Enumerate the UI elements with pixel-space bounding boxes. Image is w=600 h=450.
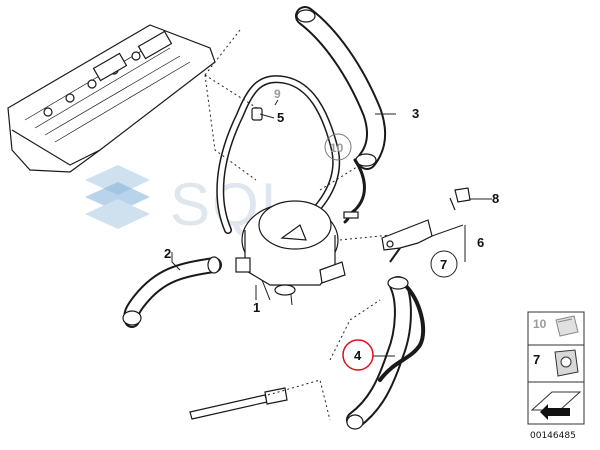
- callout-6: 6: [477, 235, 484, 250]
- hose-part-4: [346, 276, 426, 430]
- oil-separator-part-1: [235, 200, 346, 306]
- document-number: 00146485: [530, 431, 576, 441]
- hose-part-9: [216, 75, 341, 234]
- callout-5: 5: [277, 110, 284, 125]
- callout-8: 8: [492, 191, 499, 206]
- watermark-emblem-icon: [85, 165, 150, 229]
- clip-icon: [555, 315, 579, 337]
- callout-10-circle: 10: [324, 133, 352, 161]
- hose-part-2: [122, 256, 222, 328]
- callout-10: 10: [330, 141, 344, 155]
- hose-part-3: [295, 6, 387, 170]
- legend-item-10: 10: [533, 317, 547, 331]
- legend-panel: 10 7: [527, 311, 585, 425]
- bolt-part-8: [449, 187, 471, 211]
- rod-part: [189, 387, 288, 420]
- fastener-icon: [554, 349, 579, 377]
- callout-7: 7: [440, 257, 447, 272]
- sensor-wire: [343, 158, 366, 224]
- callout-4: 4: [354, 348, 362, 363]
- callout-4-highlight: 4: [342, 339, 374, 371]
- callout-1: 1: [253, 300, 260, 315]
- legend-item-7: 7: [533, 352, 540, 367]
- callout-9: 9: [274, 87, 281, 101]
- bracket-part-6: [381, 219, 433, 263]
- valve-cover: [7, 24, 216, 173]
- callout-3: 3: [412, 106, 419, 121]
- arrow-icon: [530, 391, 582, 420]
- callout-7-circle: 7: [430, 250, 458, 278]
- callout-2: 2: [164, 246, 171, 261]
- leader-lines: [171, 29, 492, 421]
